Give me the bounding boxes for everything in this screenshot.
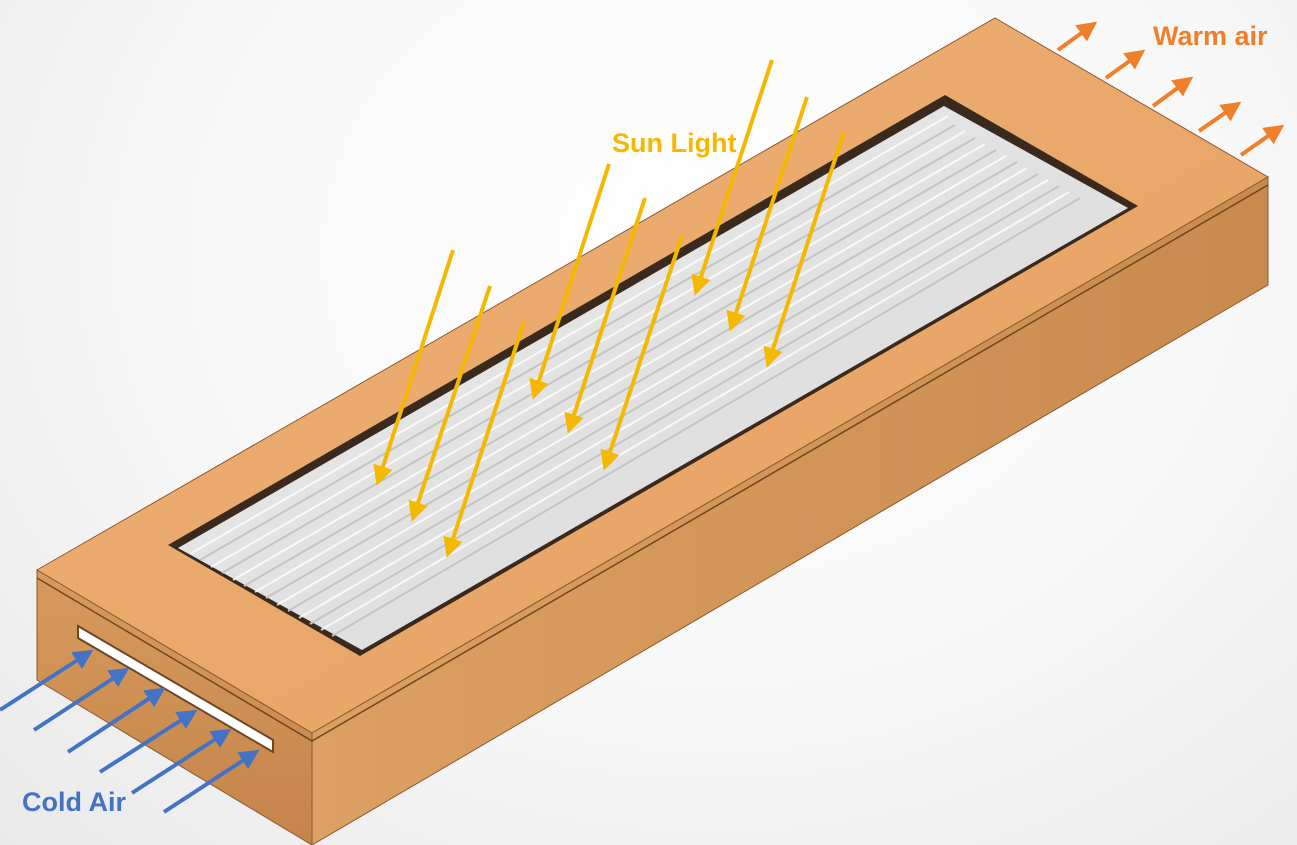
sun-arrow — [600, 235, 684, 471]
cold-arrow — [98, 709, 198, 774]
sun-arrow — [529, 163, 611, 400]
sun-arrow — [443, 321, 526, 558]
air-inlet-slot — [77, 624, 274, 754]
warm-arrow — [1056, 21, 1098, 52]
warm-arrow — [1197, 101, 1242, 133]
cold-arrow — [130, 728, 232, 795]
sun-arrow — [564, 197, 647, 434]
cold-air-label: Cold Air — [22, 787, 126, 817]
box-end-face — [36, 569, 313, 845]
sun-arrow — [373, 249, 455, 486]
sun-light-label: Sun Light — [612, 128, 736, 158]
sun-arrow — [763, 131, 846, 368]
cold-arrow — [162, 749, 260, 814]
warm-arrow — [1239, 124, 1285, 157]
warm-air-label: Warm air — [1153, 21, 1268, 51]
sun-arrow — [726, 96, 809, 332]
cold-arrow — [66, 687, 166, 754]
warm-arrow — [1104, 49, 1146, 80]
cold-arrow — [32, 667, 130, 732]
absorber-ribs — [199, 124, 1081, 637]
sun-arrow — [691, 59, 774, 296]
cold-arrow — [0, 649, 94, 712]
sun-light-arrows — [373, 59, 846, 558]
warm-arrow — [1151, 76, 1194, 108]
warm-air-arrows — [1056, 21, 1285, 157]
sun-arrow — [408, 285, 492, 522]
cold-air-arrows — [0, 649, 260, 814]
collector-box — [36, 17, 1269, 845]
